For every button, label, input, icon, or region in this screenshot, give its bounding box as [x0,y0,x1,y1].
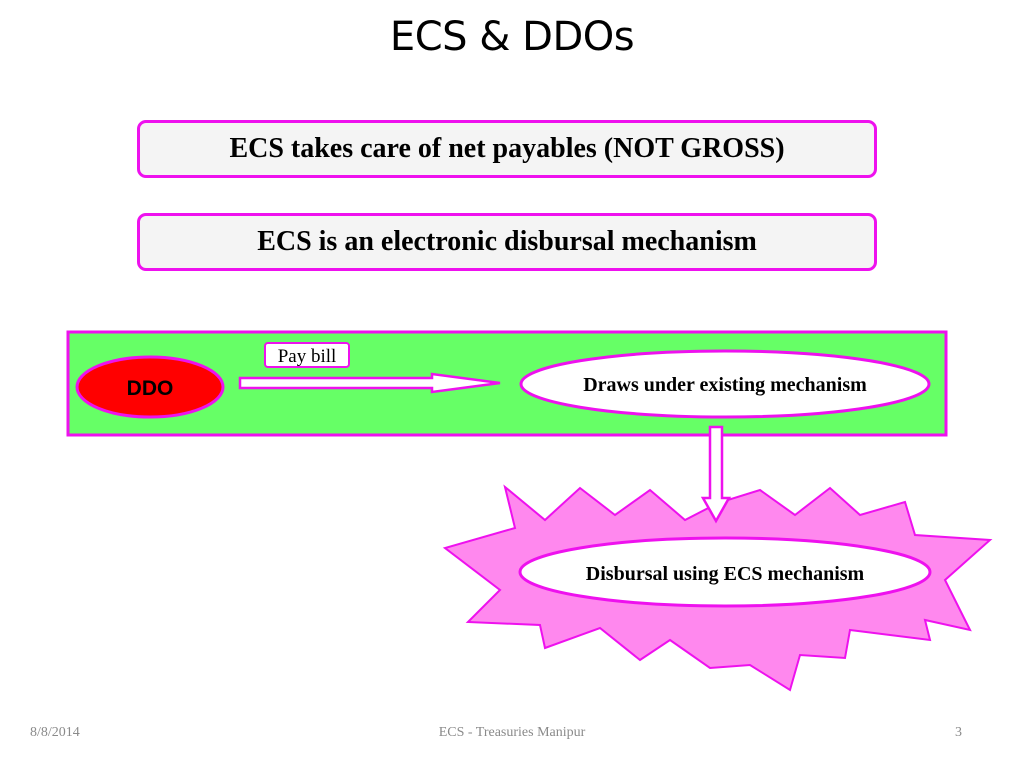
pay-bill-arrow [238,372,501,394]
ddo-node [75,355,225,419]
slide-title: ECS & DDOs [389,14,635,60]
disbursal-ecs-label: Disbursal using ECS mechanism [586,563,865,585]
footer-date: 8/8/2014 [30,725,80,740]
footer-page-number: 3 [955,725,962,740]
footer-caption: ECS - Treasuries Manipur [438,725,586,740]
draws-existing-label: Draws under existing mechanism [583,374,867,396]
draws-existing-node [519,349,931,419]
ddo-label: DDO [127,377,174,400]
statement-net-payables: ECS takes care of net payables (NOT GROS… [137,120,877,178]
disbursal-ecs-node [518,536,932,608]
statement-electronic-disbursal: ECS is an electronic disbursal mechanism [137,213,877,271]
draws-to-disbursal-arrow [700,425,732,524]
pay-bill-label: Pay bill [278,346,337,367]
pay-bill-label-box [264,342,350,368]
